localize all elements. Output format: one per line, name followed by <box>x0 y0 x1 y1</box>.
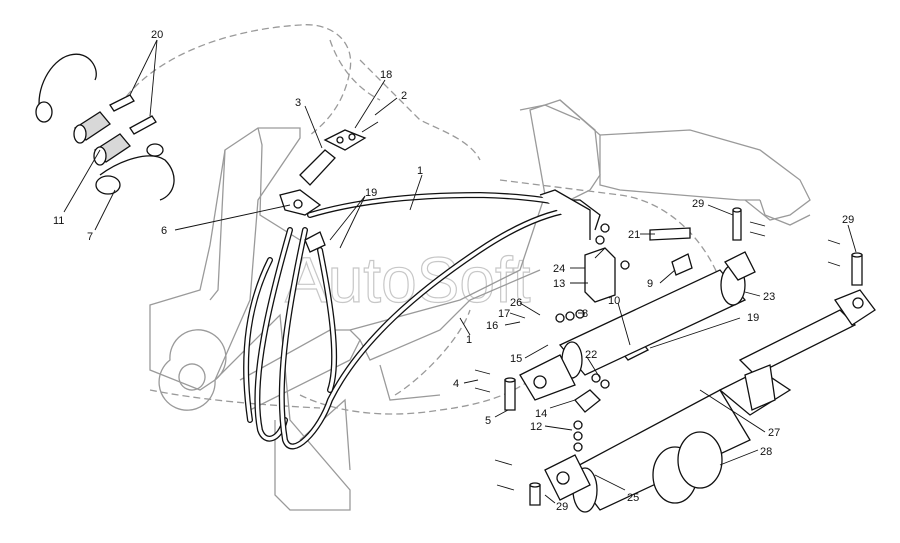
callout-19-upper: 19 <box>365 187 377 199</box>
frame-outline <box>149 99 811 511</box>
callout-11: 11 <box>53 215 64 227</box>
callout-18: 18 <box>380 69 392 81</box>
leader-lines <box>63 39 857 504</box>
callout-17: 17 <box>498 308 510 320</box>
callout-15: 15 <box>510 353 522 365</box>
callout-5: 5 <box>485 415 491 427</box>
callout-1-lower: 1 <box>466 334 472 346</box>
callout-6: 6 <box>161 225 167 237</box>
callout-16: 16 <box>486 320 498 332</box>
callout-8: 8 <box>582 308 588 320</box>
dust-caps <box>35 53 175 201</box>
valve-block <box>539 189 616 303</box>
callout-14: 14 <box>535 408 547 420</box>
callout-29-top: 29 <box>692 198 704 210</box>
callout-13: 13 <box>553 278 565 290</box>
callout-21: 21 <box>628 229 640 241</box>
callout-29-bottom: 29 <box>556 501 568 513</box>
callout-19-lower: 19 <box>747 312 759 324</box>
hose-clamp-block <box>323 121 379 151</box>
hose-bracket <box>279 149 336 253</box>
callout-25: 25 <box>627 492 639 504</box>
callout-labels: 20 18 3 2 1 19 6 11 7 29 29 21 24 13 9 2… <box>53 29 854 513</box>
callout-24: 24 <box>553 263 565 275</box>
callout-29-right: 29 <box>842 214 854 226</box>
callout-2: 2 <box>401 90 407 102</box>
callout-26: 26 <box>510 297 522 309</box>
callout-22: 22 <box>585 349 597 361</box>
callout-10: 10 <box>608 295 620 307</box>
callout-4: 4 <box>453 378 459 390</box>
callout-28: 28 <box>760 446 772 458</box>
upper-hydraulic-cylinder <box>519 251 756 401</box>
clamp-rings <box>652 431 723 504</box>
callout-7: 7 <box>87 231 93 243</box>
callout-20: 20 <box>151 29 163 41</box>
hydraulic-hoses <box>243 191 573 450</box>
callout-27: 27 <box>768 427 780 439</box>
callout-23: 23 <box>763 291 775 303</box>
callout-3: 3 <box>295 97 301 109</box>
callout-9: 9 <box>647 278 653 290</box>
pins <box>474 207 863 506</box>
callout-12: 12 <box>530 421 542 433</box>
callout-1-upper: 1 <box>417 165 423 177</box>
cylinder-rod <box>738 289 876 411</box>
quick-couplers <box>73 94 157 166</box>
